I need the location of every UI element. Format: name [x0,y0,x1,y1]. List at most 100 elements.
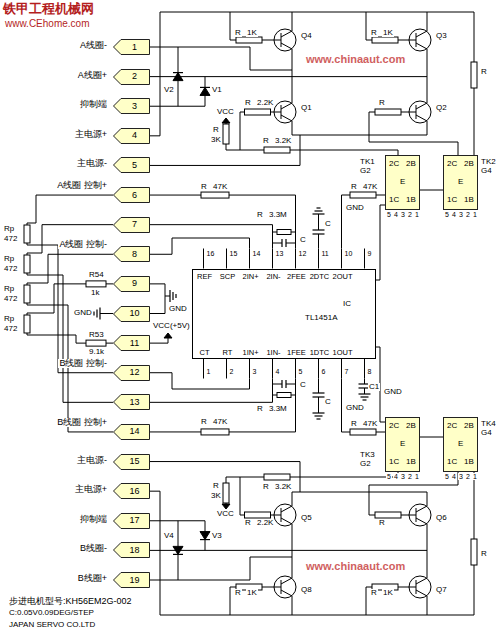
pin-number: 1 [119,43,150,52]
module-text: 2C [447,422,457,430]
pin-signal-name: 抑制端 [79,100,108,109]
pin-outline [114,69,150,84]
component-label: 5 [386,473,392,480]
resistor-symbol [24,255,30,273]
pin-signal-name: B线圈+ [77,574,108,583]
ground-symbol [96,310,97,318]
capacitor-plate [285,239,286,247]
wire [366,587,409,615]
ic-pin-name: 2OUT [332,273,352,281]
pin-number: 12 [119,368,150,377]
pin-outline [114,217,150,232]
resistor-symbol [277,230,291,235]
component-label: V4 [163,532,175,540]
component-label: R [378,99,386,107]
wire [318,397,319,413]
connector-pin: 1 [113,39,150,55]
pin-number: 9 [119,279,150,288]
module-text: 2C [389,160,399,168]
component-label: V1 [211,86,223,94]
wire [427,526,428,576]
wire [295,359,296,379]
component-label: R [350,420,358,428]
component-label: C [299,381,307,389]
wire [226,359,227,379]
component-label: GND [345,404,365,412]
component-label: VCC(+5V) [152,322,191,330]
component-label: Q7 [435,586,448,594]
module-text: 1B [464,458,474,466]
component-label: R [212,126,220,134]
ic-pin-name: 2IN- [266,273,280,281]
ic-pin-name: 1FEE [287,349,306,357]
pin-signal-name: 主电源- [76,159,108,168]
ground-symbol [315,415,323,416]
component-label: R [262,137,270,145]
pin-number: 19 [119,576,150,585]
component-label: R [256,211,264,219]
transistor-symbol [409,504,431,526]
resistor-symbol [24,225,30,243]
wire [341,249,342,269]
component-label: 5 [298,368,304,375]
resistor-symbol [201,192,229,198]
component-label: 3 [458,211,464,218]
pin-number: 10 [119,309,150,318]
pin-outline [114,336,150,351]
wire [292,123,427,135]
wire [427,598,428,615]
resistor-symbol [223,124,229,144]
pin-number: 2 [119,72,150,81]
component-label: R [244,519,252,527]
component-label: 5 [444,473,450,480]
ground-symbol [363,399,367,400]
module-text: TK2 G4 [481,158,499,176]
connector-pin: 3 [113,98,150,114]
component-label: C [324,398,332,406]
component-label: Q6 [435,514,448,522]
component-label: 1 [472,211,478,218]
resistor-symbol [245,109,271,115]
connector-pin: 14 [113,424,150,440]
resistor-symbol [375,109,401,115]
component-label: C1 [368,383,380,391]
wire [427,51,428,101]
wire [150,76,427,77]
component-label: 1 [414,211,420,218]
wire [292,12,293,29]
wire [203,359,204,379]
resistor-symbol [264,474,290,480]
component-label: 1K [246,589,258,597]
pin-arrow-shape [113,217,150,233]
transistor-symbol [274,576,296,598]
wire-connector [420,437,443,438]
ic-pin-name: 2IN+ [242,273,258,281]
component-label: V3 [211,532,223,540]
component-label: 14 [252,250,262,257]
pin-outline [114,573,150,588]
wire [27,273,113,402]
component-label: 16 [206,250,216,257]
wire [292,492,427,504]
transistor-symbol [409,29,431,51]
diode-symbol [173,73,183,81]
resistor-symbol [471,539,477,565]
ic-pin-name: TL1451A [305,314,337,322]
wire-connector [150,284,165,314]
wire [230,587,274,615]
pin-number: 17 [119,516,150,525]
component-label: VCC [216,108,235,116]
wire [369,472,458,515]
wire [427,12,428,29]
wire [230,12,274,40]
component-label: Rp [3,225,15,233]
diode-bar [173,554,183,555]
pin-signal-name: B线圈 控制- [58,359,108,368]
connector-pin: 6 [113,187,150,203]
wire [100,313,113,314]
connector-pin: 2 [113,69,150,85]
component-label: Q4 [300,32,313,40]
wire [292,598,293,615]
component-label: 3.2K [274,137,292,145]
